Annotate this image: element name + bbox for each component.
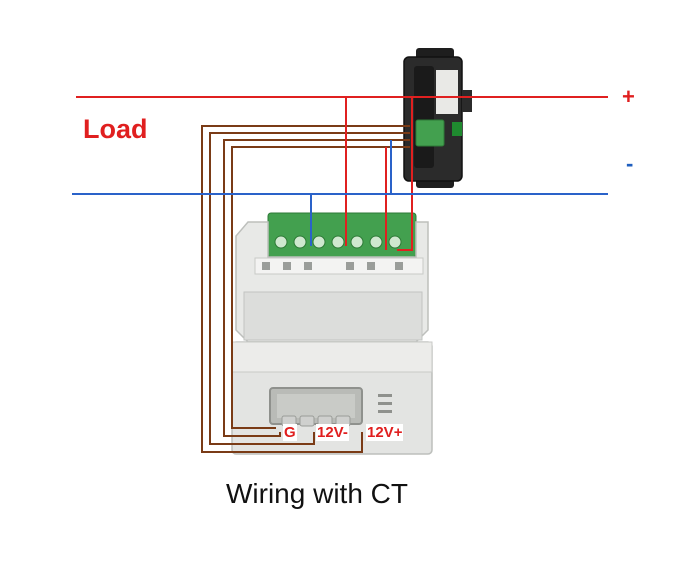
- diagram-caption: Wiring with CT: [225, 478, 408, 509]
- load-label: Load: [83, 114, 148, 144]
- ct-label: [436, 70, 458, 114]
- negative-terminal-label: -: [626, 151, 634, 176]
- current-transformer: [403, 48, 472, 188]
- meter-buttons: [281, 415, 351, 427]
- terminal-12v-plus-label: 12V+: [366, 424, 404, 441]
- terminal-12v-minus-label: 12V-: [316, 424, 349, 441]
- negative-line: [72, 140, 608, 246]
- signal-wires: [201, 125, 410, 453]
- positive-line: [76, 96, 608, 251]
- terminal-g-label: G: [283, 424, 297, 441]
- ct-terminal-block: [415, 119, 445, 147]
- terminal-block: [267, 212, 417, 258]
- positive-terminal-label: +: [622, 84, 635, 109]
- terminal-screws: [274, 235, 402, 249]
